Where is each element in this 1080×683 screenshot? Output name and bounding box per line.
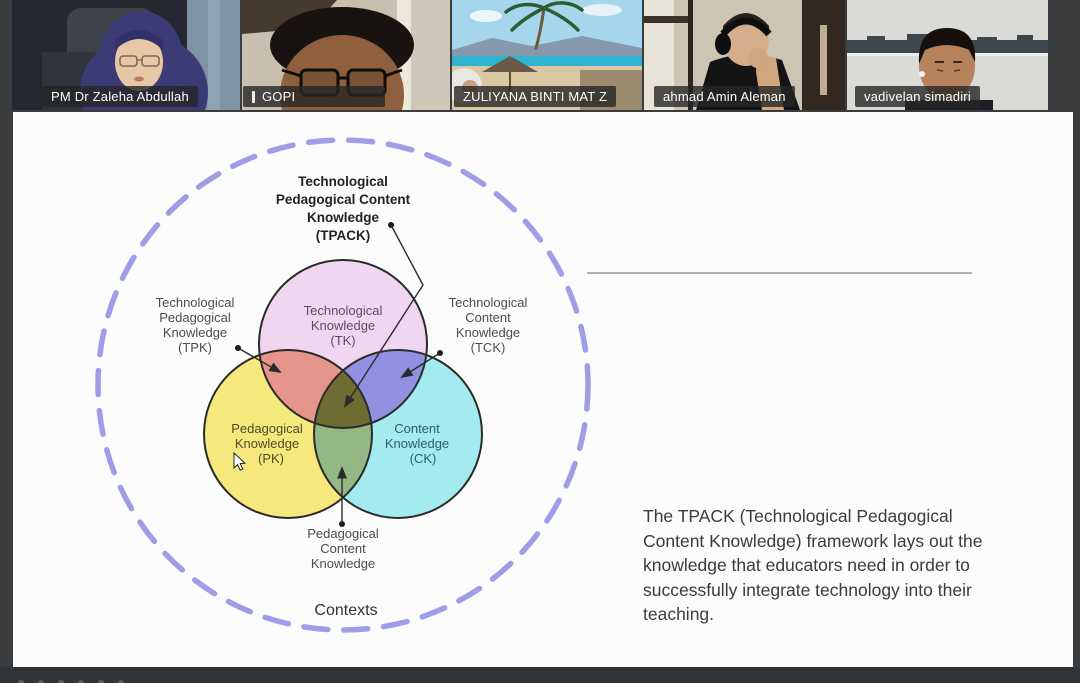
tk-label-line: (TK) (330, 333, 355, 348)
tk-label: Technological Knowledge (TK) (304, 303, 383, 348)
pk-label-line: Pedagogical (231, 421, 303, 436)
toolbar-icon-hint[interactable] (98, 680, 104, 683)
description-line: knowledge that educators need in order t… (643, 555, 970, 575)
pk-circle-outline (203, 349, 373, 519)
ck-label-line: Knowledge (385, 436, 449, 451)
participant-name: vadivelan simadiri (864, 89, 971, 104)
pk-label-line: Knowledge (235, 436, 299, 451)
participant-name-tag: ahmad Amin Aleman (654, 86, 795, 107)
tck-label-line: Technological (449, 295, 528, 310)
tpack-title-line: Technological (298, 174, 388, 189)
palm-tree-icon (504, 1, 584, 50)
video-tile-zuliyana[interactable]: ZULIYANA BINTI MAT Z (452, 0, 642, 110)
toolbar-icon-hint[interactable] (118, 680, 124, 683)
tpack-description: The TPACK (Technological Pedagogical Con… (643, 504, 1053, 627)
ck-label-line: (CK) (410, 451, 437, 466)
floor-lamp (820, 25, 827, 95)
description-line: Content Knowledge) framework lays out th… (643, 530, 983, 551)
pk-label-line: (PK) (258, 451, 284, 466)
ck-circle-outline (313, 349, 483, 519)
tck-connector-line (400, 352, 441, 379)
tpack-center-region (314, 350, 372, 428)
tk-label-line: Knowledge (311, 318, 375, 333)
tck-label-line: Content (465, 310, 511, 325)
pck-label: Pedagogical Content Knowledge (307, 526, 379, 571)
ck-label-line: Content (394, 421, 440, 436)
contexts-dashed-circle (95, 137, 591, 633)
tpk-label-line: Pedagogical (159, 310, 231, 325)
tpack-venn-diagram: Technological Pedagogical Content Knowle… (95, 137, 972, 633)
mouse-cursor-icon (233, 451, 247, 471)
participant-name: PM Dr Zaleha Abdullah (51, 89, 189, 104)
pk-label: Pedagogical Knowledge (PK) (231, 421, 303, 466)
participant-name: ahmad Amin Aleman (663, 89, 786, 104)
description-line: teaching. (643, 604, 715, 624)
ck-label: Content Knowledge (CK) (385, 421, 449, 466)
participant-name-tag: vadivelan simadiri (855, 86, 980, 107)
tpack-title-line: Pedagogical Content (276, 192, 411, 207)
meeting-toolbar (0, 667, 1080, 683)
participant-name-tag: GOPI (243, 86, 385, 107)
video-tile-gopi[interactable]: GOPI (242, 0, 450, 110)
headphones-icon (720, 17, 772, 37)
toolbar-icon-hint[interactable] (58, 680, 64, 683)
pck-label-line: Pedagogical (307, 526, 379, 541)
mountains (452, 36, 642, 58)
video-tile-ahmad[interactable]: ahmad Amin Aleman (644, 0, 845, 110)
earbud-icon (919, 71, 925, 77)
mic-indicator-icon (252, 90, 255, 103)
tk-label-line: Technological (304, 303, 383, 318)
tck-label: Technological Content Knowledge (TCK) (449, 295, 528, 355)
tck-label-line: Knowledge (456, 325, 520, 340)
participant-name: ZULIYANA BINTI MAT Z (463, 89, 608, 104)
toolbar-icon-hint[interactable] (38, 680, 44, 683)
tpk-label-line: Knowledge (163, 325, 227, 340)
contexts-label: Contexts (314, 602, 377, 619)
toolbar-icon-hint[interactable] (18, 680, 24, 683)
tpack-title: Technological Pedagogical Content Knowle… (276, 174, 411, 243)
pck-label-line: Knowledge (311, 556, 375, 571)
tpk-label-line: (TPK) (178, 340, 212, 355)
tpk-label-line: Technological (156, 295, 235, 310)
tk-circle-outline (258, 259, 428, 429)
video-tile-zaleha[interactable]: PM Dr Zaleha Abdullah (12, 0, 240, 110)
participant-name-tag: PM Dr Zaleha Abdullah (42, 86, 198, 107)
participant-name-tag: ZULIYANA BINTI MAT Z (454, 86, 617, 107)
shared-screen-slide: Technological Pedagogical Content Knowle… (13, 112, 1073, 667)
wall-slat (644, 16, 692, 23)
tpk-connector-line (237, 347, 282, 374)
tpack-title-line: (TPACK) (316, 228, 371, 243)
connector-lines (235, 222, 443, 527)
tck-label-line: (TCK) (471, 340, 506, 355)
tpack-title-line: Knowledge (307, 210, 379, 225)
description-line: The TPACK (Technological Pedagogical (643, 506, 953, 526)
toolbar-icon-hint[interactable] (78, 680, 84, 683)
video-tile-vadivelan[interactable]: vadivelan simadiri (847, 0, 1048, 110)
tpack-connector-line (343, 224, 424, 408)
tpk-label: Technological Pedagogical Knowledge (TPK… (156, 295, 235, 355)
description-line: successfully integrate technology into t… (643, 579, 972, 600)
video-strip: PM Dr Zaleha Abdullah (12, 0, 1048, 110)
glasses-icon (119, 55, 138, 67)
pck-label-line: Content (320, 541, 366, 556)
participant-name: GOPI (262, 89, 296, 104)
